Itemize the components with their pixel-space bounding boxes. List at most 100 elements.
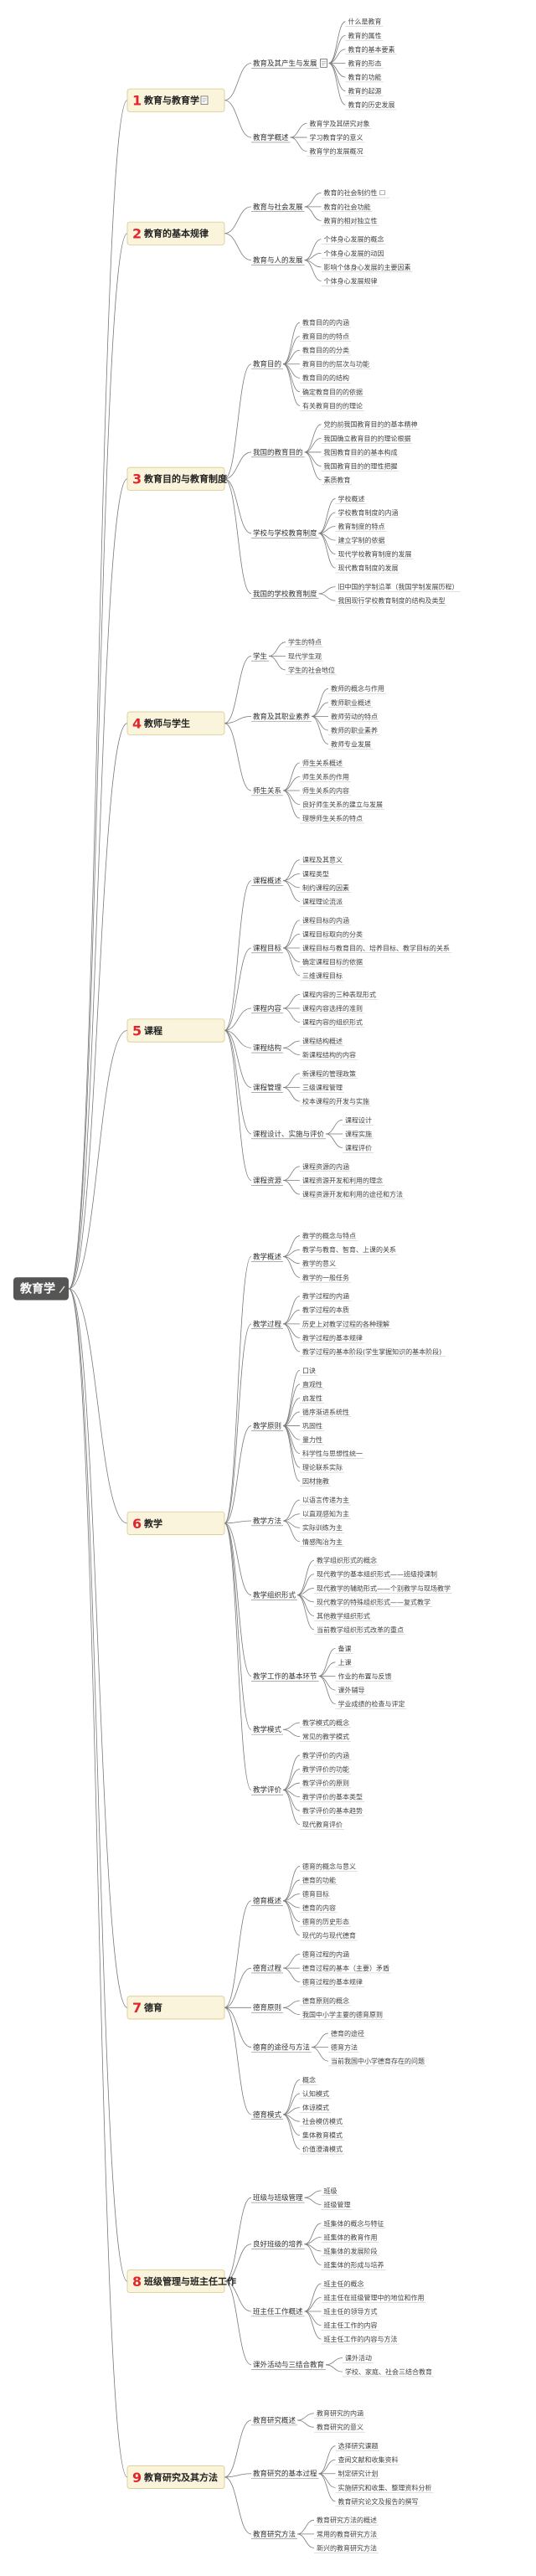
leaf-node[interactable]: 教育目的的分类 bbox=[302, 346, 349, 354]
leaf-node[interactable]: 校本课程的开发与实施 bbox=[302, 1097, 369, 1105]
leaf-node[interactable]: 教育目的的内涵 bbox=[302, 318, 349, 327]
leaf-node[interactable]: 我国确立教育目的的理论根据 bbox=[324, 434, 411, 442]
topic-node[interactable]: 教学工作的基本环节 bbox=[253, 1672, 317, 1681]
leaf-node[interactable]: 教学模式的概念 bbox=[302, 1718, 349, 1727]
leaf-node[interactable]: 教学组织形式的概念 bbox=[317, 1556, 377, 1564]
leaf-node[interactable]: 教师的概念与作用 bbox=[331, 684, 384, 693]
leaf-node[interactable]: 现代学校教育制度的发展 bbox=[338, 550, 412, 559]
topic-node[interactable]: 学生 bbox=[253, 652, 268, 661]
topic-node[interactable]: 教育研究方法 bbox=[253, 2530, 296, 2539]
leaf-node[interactable]: 什么是教育 bbox=[348, 18, 382, 26]
leaf-node[interactable]: 教学过程的基本阶段(学生掌握知识的基本阶段) bbox=[302, 1347, 441, 1356]
leaf-node[interactable]: 有关教育目的的理论 bbox=[302, 401, 363, 410]
topic-node[interactable]: 班主任工作概述 bbox=[253, 2307, 303, 2316]
leaf-node[interactable]: 教师专业发展 bbox=[331, 739, 371, 748]
leaf-node[interactable]: 科学性与思想性统一 bbox=[302, 1450, 363, 1458]
leaf-node[interactable]: 教学的意义 bbox=[302, 1260, 336, 1268]
topic-node[interactable]: 课程内容 bbox=[253, 1004, 282, 1013]
leaf-node[interactable]: 制约课程的因素 bbox=[302, 884, 349, 892]
leaf-node[interactable]: 教师劳动的特点 bbox=[331, 712, 378, 720]
topic-node[interactable]: 课程设计、实施与评价 bbox=[253, 1130, 325, 1139]
topic-node[interactable]: 教育与社会发展 bbox=[253, 203, 303, 212]
leaf-node[interactable]: 教育学的发展概况 bbox=[310, 147, 363, 156]
leaf-node[interactable]: 教学的概念与特点 bbox=[302, 1232, 356, 1240]
leaf-node[interactable]: 师生关系的作用 bbox=[302, 772, 349, 781]
leaf-node[interactable]: 教育研究论文及报告的撰写 bbox=[338, 2497, 419, 2506]
topic-node[interactable]: 德育模式 bbox=[253, 2110, 282, 2120]
leaf-node[interactable]: 班主任工作的内容与方法 bbox=[324, 2335, 398, 2343]
topic-node[interactable]: 课程资源 bbox=[253, 1176, 282, 1185]
topic-node[interactable]: 德育原则 bbox=[253, 2003, 281, 2012]
leaf-node[interactable]: 我国中小学主要的德育原则 bbox=[302, 2011, 383, 2019]
leaf-node[interactable]: 价值澄清模式 bbox=[302, 2145, 343, 2153]
leaf-node[interactable]: 当前教学组织形式改革的重点 bbox=[317, 1625, 404, 1634]
leaf-node[interactable]: 选择研究课题 bbox=[338, 2442, 379, 2450]
topic-node[interactable]: 德育概述 bbox=[253, 1897, 282, 1906]
leaf-node[interactable]: 理论联系实际 bbox=[302, 1463, 343, 1471]
topic-node[interactable]: 良好班级的培养 bbox=[253, 2240, 303, 2249]
leaf-node[interactable]: 三级课程管理 bbox=[302, 1083, 343, 1091]
leaf-node[interactable]: 课程内容的三种表现形式 bbox=[302, 990, 376, 998]
leaf-node[interactable]: 学业成绩的检查与评定 bbox=[338, 1700, 405, 1708]
leaf-node[interactable]: 课外活动 bbox=[345, 2353, 372, 2362]
leaf-node[interactable]: 现代教学的辅助形式——个别教学与现场教学 bbox=[317, 1584, 451, 1592]
leaf-node[interactable]: 德育过程的内涵 bbox=[302, 1950, 349, 1958]
leaf-node[interactable]: 德育目标 bbox=[302, 1889, 329, 1898]
leaf-node[interactable]: 教育目的的结构 bbox=[302, 374, 349, 382]
leaf-node[interactable]: 学校教育制度的内涵 bbox=[338, 508, 399, 517]
leaf-node[interactable]: 班集体的发展阶段 bbox=[324, 2247, 378, 2255]
topic-node[interactable]: 教学方法 bbox=[253, 1517, 281, 1526]
leaf-node[interactable]: 教学与教育、智育、上课的关系 bbox=[302, 1245, 396, 1254]
topic-node[interactable]: 班级与班级管理 bbox=[253, 2193, 303, 2202]
leaf-node[interactable]: 教育的形态 bbox=[348, 59, 382, 67]
leaf-node[interactable]: 作业的布置与反馈 bbox=[338, 1672, 392, 1680]
leaf-node[interactable]: 教育的基本要素 bbox=[348, 45, 395, 54]
topic-node[interactable]: 教学模式 bbox=[253, 1725, 282, 1734]
leaf-node[interactable]: 其他教学组织形式 bbox=[317, 1611, 370, 1620]
leaf-node[interactable]: 情感陶冶为主 bbox=[302, 1538, 343, 1546]
leaf-node[interactable]: 教育的社会功能 bbox=[324, 203, 371, 211]
leaf-node[interactable]: 确定教育目的的依据 bbox=[302, 388, 363, 396]
leaf-node[interactable]: 学生的特点 bbox=[288, 638, 322, 647]
leaf-node[interactable]: 常用的教育研究方法 bbox=[317, 2530, 377, 2538]
leaf-node[interactable]: 个体身心发展规律 bbox=[324, 276, 378, 285]
leaf-node[interactable]: 德育的概念与意义 bbox=[302, 1862, 356, 1870]
leaf-node[interactable]: 班集体的概念与特征 bbox=[324, 2219, 384, 2228]
topic-node[interactable]: 教学评价 bbox=[253, 1785, 282, 1795]
leaf-node[interactable]: 班主任的概念 bbox=[324, 2280, 364, 2288]
leaf-node[interactable]: 课程资源的内涵 bbox=[302, 1162, 349, 1171]
leaf-node[interactable]: 个体身心发展的概念 bbox=[324, 235, 384, 244]
leaf-node[interactable]: 课程内容的组织形式 bbox=[302, 1018, 363, 1026]
leaf-node[interactable]: 确定课程目标的依据 bbox=[302, 957, 363, 966]
leaf-node[interactable]: 学校概述 bbox=[338, 494, 365, 502]
leaf-node[interactable]: 教育目的的特点 bbox=[302, 332, 349, 341]
topic-node[interactable]: 师生关系 bbox=[253, 786, 281, 796]
leaf-node[interactable]: 学生的社会地位 bbox=[288, 666, 335, 674]
topic-node[interactable]: 课程管理 bbox=[253, 1083, 282, 1092]
leaf-node[interactable]: 直观性 bbox=[302, 1380, 322, 1388]
leaf-node[interactable]: 新课程的管理政策 bbox=[302, 1069, 356, 1078]
topic-node[interactable]: 教学组织形式 bbox=[253, 1591, 296, 1600]
topic-node[interactable]: 课外活动与三结合教育 bbox=[253, 2361, 324, 2370]
leaf-node[interactable]: 教师职业概述 bbox=[331, 698, 371, 707]
leaf-node[interactable]: 集体教育模式 bbox=[302, 2131, 343, 2140]
leaf-node[interactable]: 教学过程的基本规律 bbox=[302, 1333, 363, 1342]
topic-node[interactable]: 教育研究概述 bbox=[253, 2416, 296, 2425]
leaf-node[interactable]: 德育方法 bbox=[331, 2043, 358, 2051]
leaf-node[interactable]: 课程及其意义 bbox=[302, 856, 343, 864]
leaf-node[interactable]: 教育的功能 bbox=[348, 73, 382, 81]
leaf-node[interactable]: 个体身心发展的动因 bbox=[324, 249, 384, 257]
topic-node[interactable]: 学校与学校教育制度 bbox=[253, 529, 317, 538]
leaf-node[interactable]: 教学的一般任务 bbox=[302, 1273, 349, 1281]
leaf-node[interactable]: 教学评价的基本趋势 bbox=[302, 1806, 363, 1815]
topic-node[interactable]: 教育与人的发展 bbox=[253, 256, 303, 265]
leaf-node[interactable]: 德育的功能 bbox=[302, 1876, 336, 1884]
leaf-node[interactable]: 我国现行学校教育制度的结构及类型 bbox=[338, 596, 446, 605]
leaf-node[interactable]: 教育研究的内涵 bbox=[317, 2409, 363, 2418]
leaf-node[interactable]: 课程目标取向的分类 bbox=[302, 930, 363, 938]
leaf-node[interactable]: 教育制度的特点 bbox=[338, 522, 385, 530]
leaf-node[interactable]: 教育的历史发展 bbox=[348, 100, 395, 109]
